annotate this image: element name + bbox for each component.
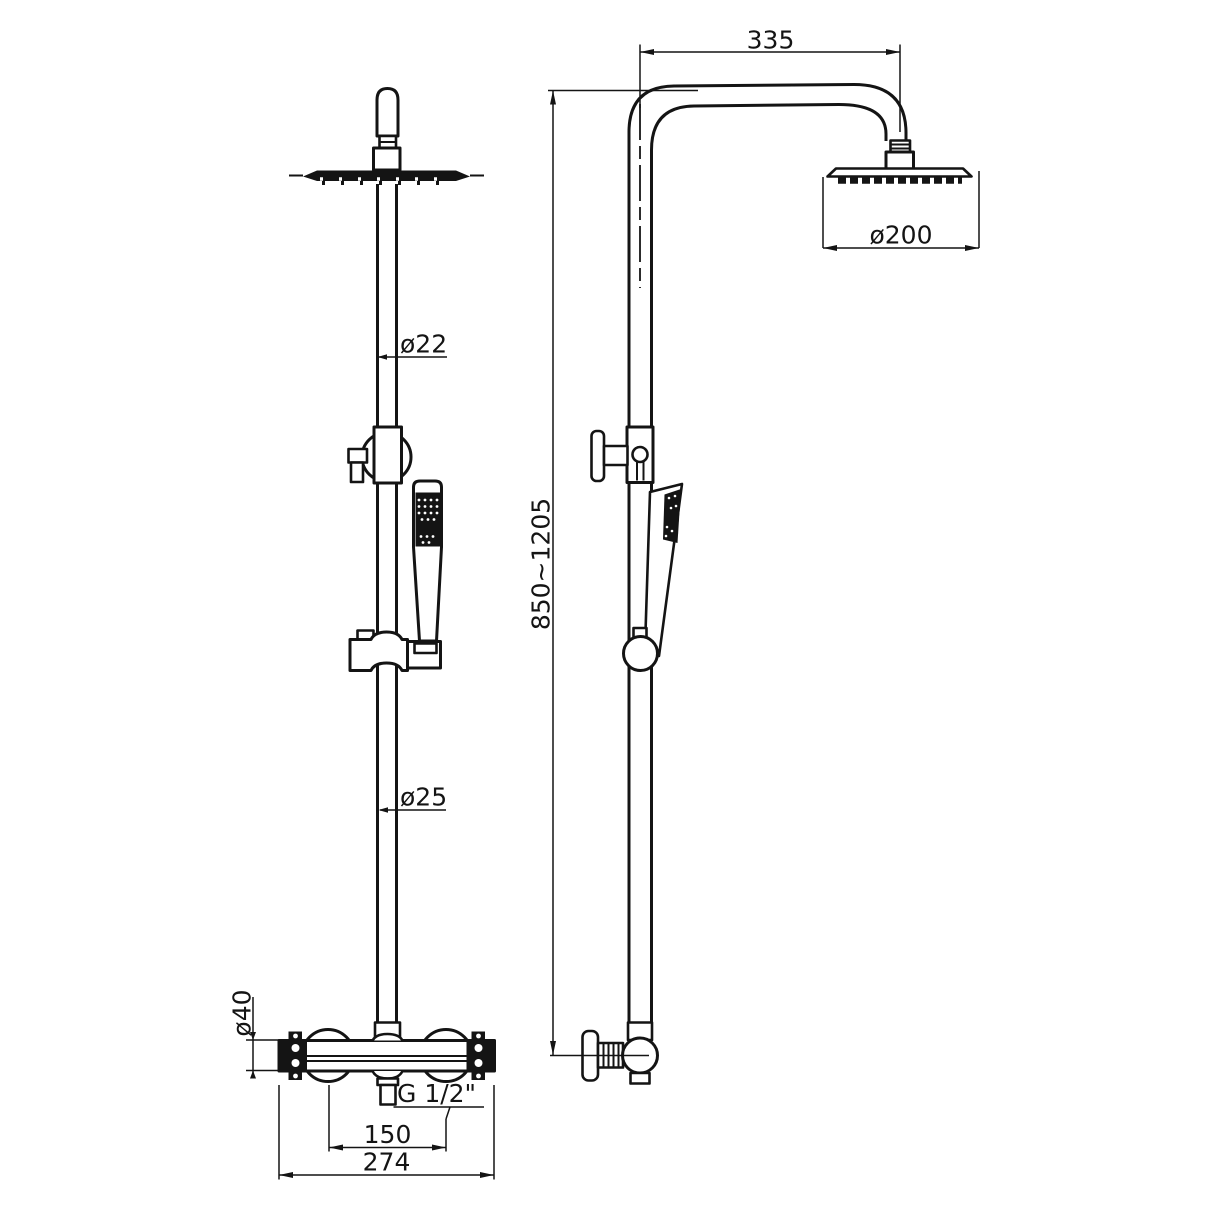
slider-holder-front bbox=[348, 629, 442, 672]
hand-shower-front bbox=[412, 479, 443, 643]
dim-arm-length: 335 bbox=[639, 26, 901, 132]
dim-upper-pipe: ø22 bbox=[377, 330, 447, 360]
shower-arm-inner bbox=[650, 103, 888, 427]
dim-head-diameter: ø200 bbox=[822, 171, 980, 251]
head-collar-front bbox=[372, 146, 402, 172]
holder-ring-side bbox=[622, 635, 659, 672]
shower-arm-outer bbox=[627, 83, 908, 427]
dim-valve-width: 274 bbox=[278, 1085, 495, 1180]
dim-lower-pipe: ø25 bbox=[378, 783, 447, 813]
dim-valve-diameter-label: ø40 bbox=[228, 989, 257, 1036]
dim-lower-pipe-label: ø25 bbox=[400, 783, 447, 812]
dim-height-range-label: 850~1205 bbox=[527, 498, 556, 630]
dim-outlet-thread: G 1/2" bbox=[393, 1079, 484, 1120]
dim-valve-width-label: 274 bbox=[363, 1148, 411, 1177]
dim-height-range: 850~1205 bbox=[527, 89, 698, 1057]
valve-front bbox=[277, 1021, 496, 1106]
shower-head-front bbox=[289, 170, 484, 185]
spray-face-dots bbox=[417, 498, 439, 544]
dim-head-diameter-label: ø200 bbox=[869, 221, 932, 250]
dim-outlet-thread-label: G 1/2" bbox=[397, 1079, 476, 1108]
diverter-lever bbox=[347, 447, 369, 464]
side-view: ø200 335 bbox=[527, 26, 980, 1085]
dim-inlet-centers-label: 150 bbox=[364, 1120, 412, 1149]
diverter-side bbox=[590, 425, 655, 484]
diverter-knob-side bbox=[590, 429, 606, 483]
arm-end-front bbox=[375, 87, 400, 138]
diverter-front bbox=[347, 425, 413, 485]
dim-inlet-centers: 150 bbox=[328, 1085, 447, 1152]
dim-valve-diameter: ø40 bbox=[228, 989, 281, 1079]
front-view: ø22 ø25 ø40 G 1/2" bbox=[228, 87, 496, 1180]
valve-side bbox=[581, 1021, 659, 1085]
hand-shower-side bbox=[622, 482, 684, 672]
dim-arm-length-label: 335 bbox=[747, 26, 795, 55]
shower-head-side bbox=[826, 139, 973, 184]
dim-upper-pipe-label: ø22 bbox=[400, 330, 447, 359]
